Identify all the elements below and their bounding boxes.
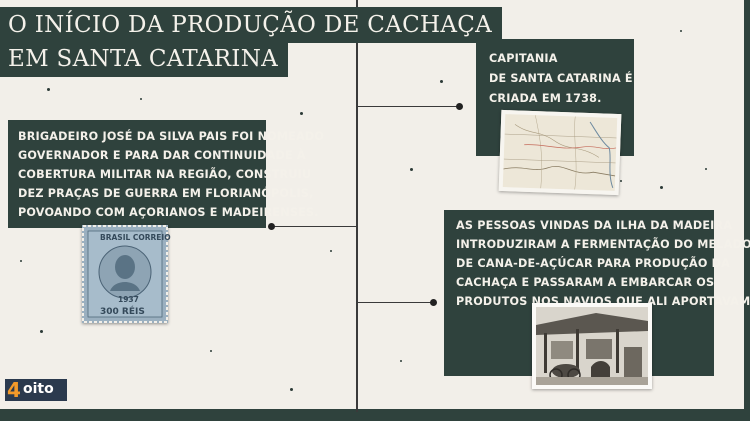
page-title-line-2: EM SANTA CATARINA (0, 41, 289, 77)
timeline-dot-brigadeiro (268, 223, 275, 230)
event-madeira-line-2: INTRODUZIRAM A FERMENTAÇÃO DO MELADO (456, 238, 750, 251)
right-edge-bar (744, 0, 750, 421)
bottom-bar (0, 409, 750, 421)
event-brigadeiro-line-4: DEZ PRAÇAS DE GUERRA EM FLORIANÓPOLIS, (18, 187, 314, 200)
event-madeira-line-5: PRODUTOS NOS NAVIOS QUE ALI APORTAVAM. (456, 295, 750, 308)
event-capitania-line-1: CAPITANIA (489, 52, 558, 65)
stamp-value: 300 RÉIS (100, 307, 145, 317)
timeline-dot-capitania (456, 103, 463, 110)
event-capitania-line-2: DE SANTA CATARINA É (489, 72, 633, 85)
event-brigadeiro-line-1: BRIGADEIRO JOSÉ DA SILVA PAIS FOI NOMEAD… (18, 130, 325, 143)
event-brigadeiro-line-5: POVOANDO COM AÇORIANOS E MADEIRENSES. (18, 206, 319, 219)
timeline-line (356, 0, 358, 412)
sugar-mill-engraving-image (532, 303, 652, 389)
event-madeira-line-4: CACHAÇA E PASSARAM A EMBARCAR OS (456, 276, 715, 289)
logo-word: oito (23, 381, 54, 397)
timeline-dot-madeira (430, 299, 437, 306)
connector-madeira (357, 302, 435, 303)
event-brigadeiro-line-2: GOVERNADOR E PARA DAR CONTINUIDADE À (18, 149, 306, 162)
event-card-brigadeiro (8, 120, 266, 228)
connector-brigadeiro (272, 226, 357, 227)
event-brigadeiro-line-3: COBERTURA MILITAR NA REGIÃO, CONSTRUIU (18, 168, 312, 181)
brand-logo: 4 oito (5, 378, 67, 402)
event-madeira-line-1: AS PESSOAS VINDAS DA ILHA DA MADEIRA (456, 219, 733, 232)
stamp-year: 1937 (118, 295, 139, 304)
event-capitania-line-3: CRIADA EM 1738. (489, 92, 602, 105)
logo-number: 4 (7, 378, 21, 402)
stamp-country: BRASIL CORREIO (100, 233, 171, 242)
historical-map-image (498, 109, 622, 196)
postage-stamp-image: BRASIL CORREIO 1937 300 RÉIS (82, 225, 171, 323)
connector-capitania (357, 106, 460, 107)
page-title-line-1: O INÍCIO DA PRODUÇÃO DE CACHAÇA (0, 7, 503, 43)
event-madeira-line-3: DE CANA-DE-AÇÚCAR PARA PRODUÇÃO DA (456, 257, 730, 270)
